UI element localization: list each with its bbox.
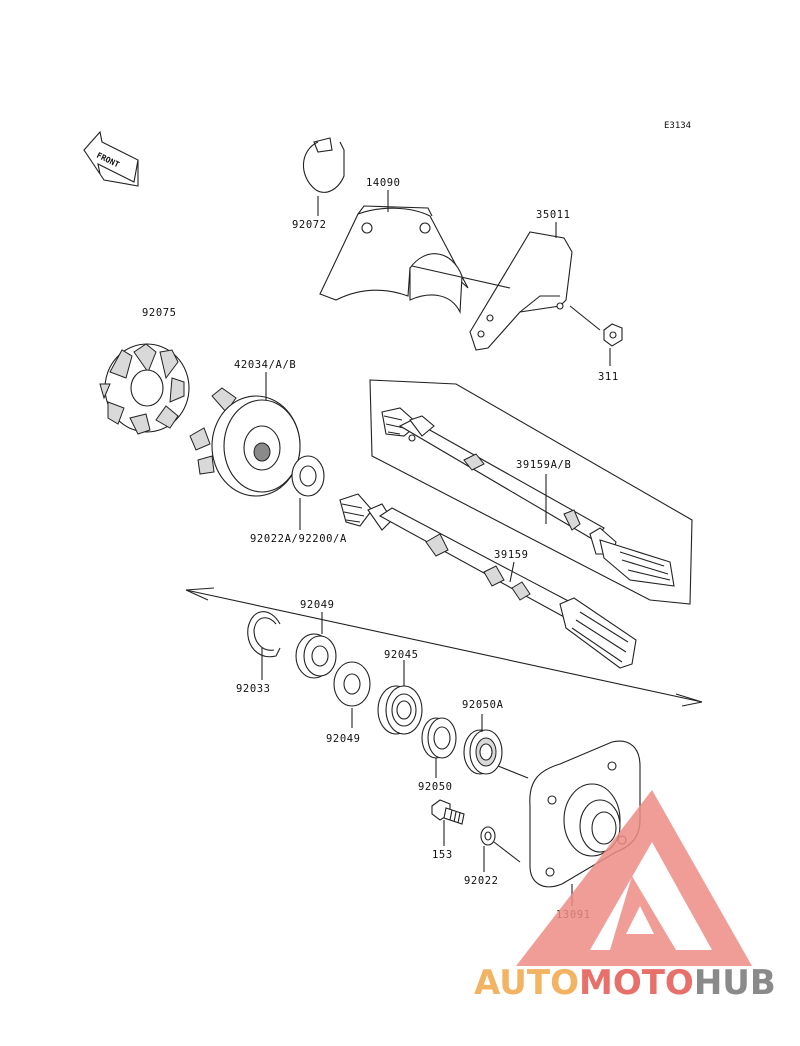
callout-39159: 39159 [494, 549, 529, 561]
callout-labels: 92072 14090 35011 311 92075 42034/A/B 39… [142, 177, 619, 921]
callout-92050: 92050 [418, 781, 453, 793]
callout-14090: 14090 [366, 177, 401, 189]
coupling-92075 [99, 343, 190, 435]
diagram-code: E3134 [664, 121, 691, 131]
front-arrow-icon: FRONT [83, 130, 139, 187]
seal-92050a [463, 729, 503, 775]
nut-311 [603, 323, 623, 347]
watermark-hub: HUB [694, 963, 776, 1003]
watermark-triangle-icon [516, 790, 752, 966]
watermark-logo: AUTOMOTOHUB [474, 790, 776, 1003]
leader-lines [261, 190, 611, 906]
callout-35011: 35011 [536, 209, 571, 221]
shaft-39159 [185, 493, 703, 707]
callout-92050a: 92050A [462, 699, 504, 711]
watermark-text: AUTOMOTOHUB [474, 963, 776, 1003]
shaft-39159ab [369, 379, 693, 605]
callout-92045: 92045 [384, 649, 419, 661]
bracket-35011 [469, 231, 573, 351]
clip-92072 [302, 137, 345, 193]
washer-92049-lower [333, 661, 371, 707]
callout-39159ab: 39159A/B [516, 459, 571, 471]
watermark-auto: AUTO [474, 963, 579, 1003]
watermark-moto: MOTO [579, 963, 694, 1003]
callout-92033: 92033 [236, 683, 271, 695]
seal-92050 [421, 717, 457, 759]
callout-311: 311 [598, 371, 619, 383]
callout-92072: 92072 [292, 219, 327, 231]
washer-92022a [291, 455, 325, 497]
callout-92049-upper: 92049 [300, 599, 335, 611]
callout-92022: 92022 [464, 875, 499, 887]
circlip-92033 [247, 611, 281, 658]
cover-14090 [319, 205, 469, 315]
washer-92049-upper [295, 633, 337, 679]
washer-92022 [480, 826, 496, 846]
bolt-153 [431, 799, 465, 825]
coupling-42034 [189, 387, 301, 497]
callout-42034: 42034/A/B [234, 359, 296, 371]
bearing-92045 [377, 685, 423, 735]
callout-153: 153 [432, 849, 453, 861]
callout-92075: 92075 [142, 307, 177, 319]
callout-92049-lower: 92049 [326, 733, 361, 745]
callout-92022a: 92022A/92200/A [250, 533, 347, 545]
